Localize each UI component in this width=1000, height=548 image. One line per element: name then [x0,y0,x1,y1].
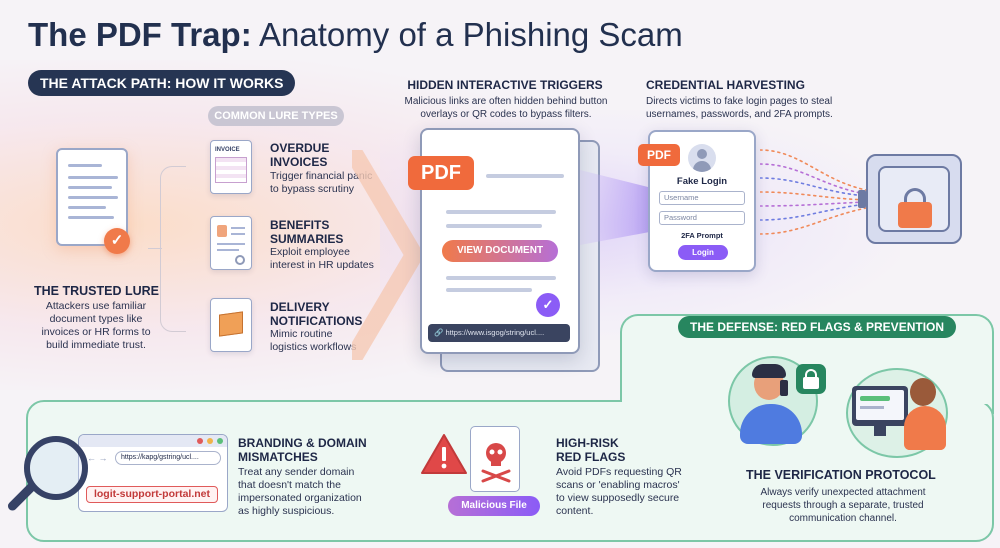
trusted-lure-body: Attackers use familiar document types li… [41,300,151,351]
verified-badge-icon: ✓ [104,228,130,254]
skull-icon [481,443,511,483]
twofa-label: 2FA Prompt [681,231,723,240]
common-lure-label: COMMON LURE TYPES [208,106,344,126]
fake-login-title: Fake Login [676,176,728,187]
flow-beam [580,170,660,245]
hidden-triggers-heading: HIDDEN INTERACTIVE TRIGGERS [407,78,603,92]
invoice-document-icon: INVOICE [210,140,252,194]
verification-heading: THE VERIFICATION PROTOCOL [746,468,936,482]
pdf-small-label: PDF [638,144,680,166]
fake-domain-label: logit-support-portal.net [86,486,218,503]
page-title: The PDF Trap: Anatomy of a Phishing Scam [28,16,683,54]
browser-url-field: https://kapg/gstring/ucl.... [115,451,221,465]
computer-scene [846,368,948,458]
credential-body: Directs victims to fake login pages to s… [646,96,833,120]
malicious-file-label: Malicious File [448,496,540,516]
benefits-form-icon [210,216,252,270]
hidden-url-bar: 🔗 https://www.isgog/string/ucl.... [428,324,570,342]
view-document-button[interactable]: VIEW DOCUMENT [442,240,558,262]
hidden-triggers-body: Malicious links are often hidden behind … [404,96,608,120]
password-field[interactable]: Password [659,211,745,225]
username-field[interactable]: Username [659,191,745,205]
credential-heading: CREDENTIAL HARVESTING [646,78,805,92]
login-button[interactable]: Login [678,245,728,260]
lock-shield-icon [796,364,826,394]
magnifier-icon [24,436,88,500]
lure-bracket [160,166,186,332]
lure-bracket-connector [148,248,162,249]
pdf-label: PDF [408,156,474,190]
delivery-package-icon [210,298,252,352]
trusted-lure-heading: THE TRUSTED LURE [34,284,159,298]
title-bold: The PDF Trap: [28,16,252,53]
warning-triangle-icon [421,434,467,474]
vault-icon [858,154,962,244]
user-avatar-icon [688,144,716,172]
data-stream-lines [760,149,867,235]
check-badge-icon: ✓ [536,293,560,317]
malicious-file-icon [470,426,520,492]
attack-path-label: THE ATTACK PATH: HOW IT WORKS [28,70,296,96]
title-light: Anatomy of a Phishing Scam [259,16,683,53]
flow-chevron-arrow [352,150,422,360]
defense-label: THE DEFENSE: RED FLAGS & PREVENTION [678,316,957,338]
browser-nav-arrows-icon: ← → [87,453,108,463]
link-icon: 🔗 [434,328,446,337]
